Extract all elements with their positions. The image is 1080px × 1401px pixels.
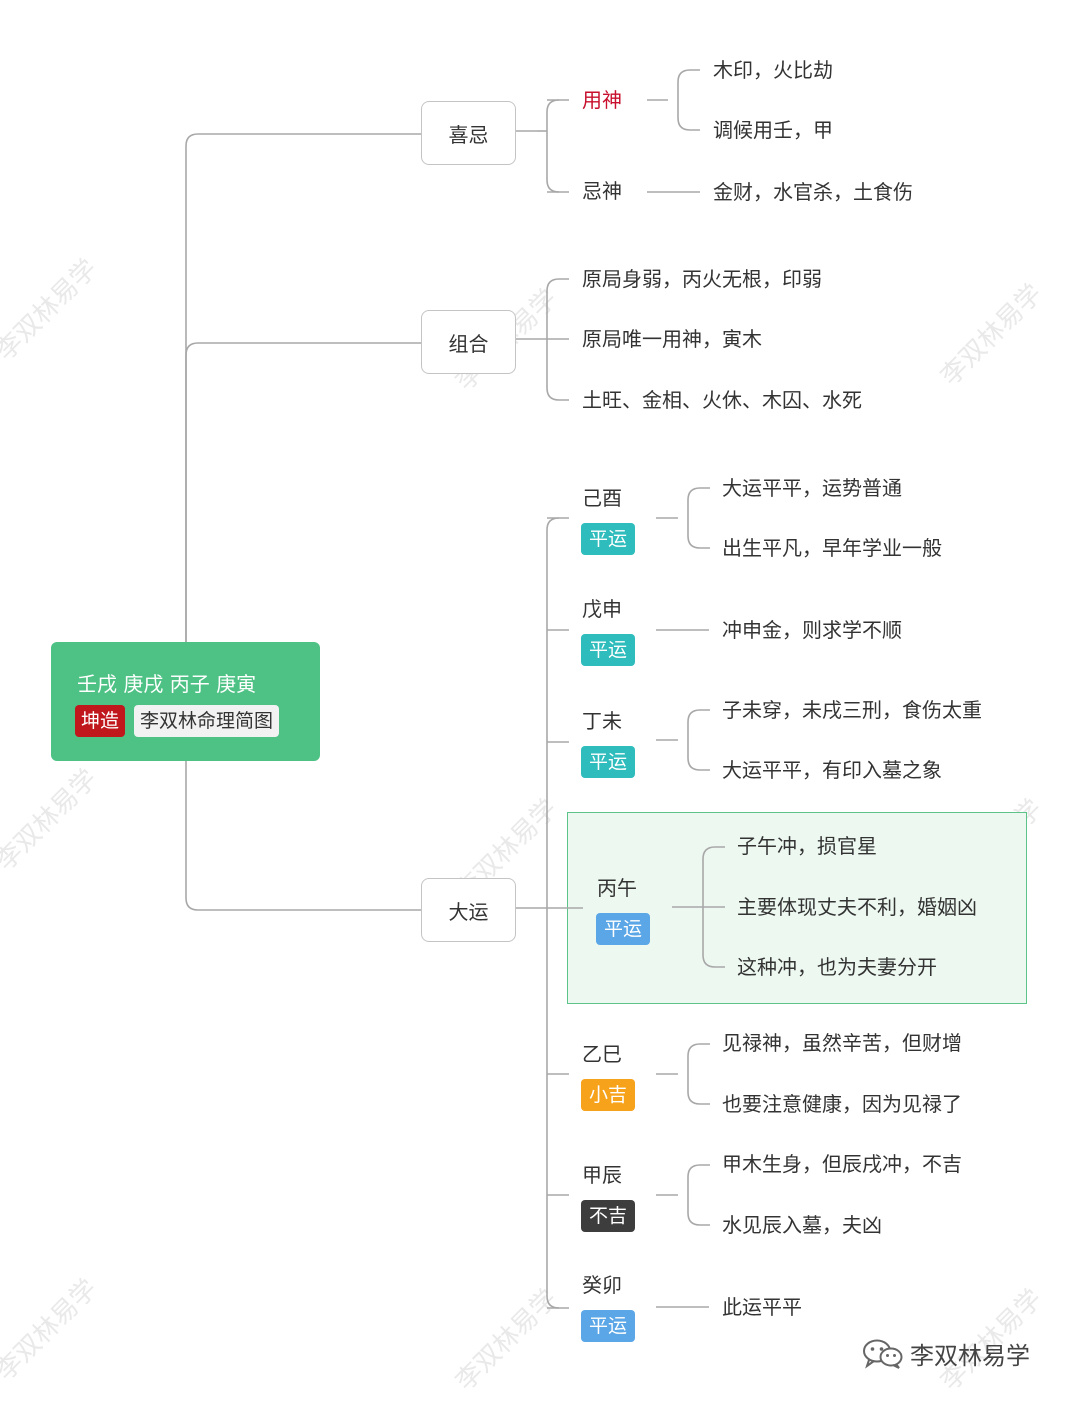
period-note: 子未穿，未戌三刑，食伤太重 xyxy=(722,698,982,722)
root-tag: 坤造 xyxy=(75,705,126,737)
period-badge: 平运 xyxy=(581,1310,635,1342)
period-name[interactable]: 己酉 xyxy=(582,486,622,510)
period-name[interactable]: 丙午 xyxy=(597,876,637,900)
period-note: 也要注意健康，因为见禄了 xyxy=(722,1092,962,1116)
node-jishen[interactable]: 忌神 xyxy=(582,179,622,203)
period-note: 主要体现丈夫不利，婚姻凶 xyxy=(737,895,977,919)
yongshen-item: 调候用壬，甲 xyxy=(713,118,833,142)
root-title: 壬戌 庚戌 丙子 庚寅 xyxy=(77,672,257,696)
period-name[interactable]: 乙巳 xyxy=(582,1042,622,1066)
period-note: 甲木生身，但辰戌冲，不吉 xyxy=(722,1152,962,1176)
root-name: 李双林命理简图 xyxy=(134,705,280,737)
period-note: 大运平平，运势普通 xyxy=(722,476,902,500)
period-note: 水见辰入墓，夫凶 xyxy=(722,1213,882,1237)
brand-text: 李双林易学 xyxy=(910,1342,1030,1370)
period-note: 冲申金，则求学不顺 xyxy=(722,618,902,642)
period-note: 此运平平 xyxy=(722,1295,802,1319)
jishen-item: 金财，水官杀，土食伤 xyxy=(713,180,913,204)
zuhe-item: 原局身弱，丙火无根，印弱 xyxy=(582,267,822,291)
period-name[interactable]: 丁未 xyxy=(582,709,622,733)
node-yongshen[interactable]: 用神 xyxy=(582,88,622,112)
brand-footer: 李双林易学 xyxy=(862,1336,1030,1371)
highlight-frame-bingwu xyxy=(567,812,1027,1004)
yongshen-item: 木印，火比劫 xyxy=(713,58,833,82)
period-name[interactable]: 甲辰 xyxy=(582,1163,622,1187)
period-badge: 平运 xyxy=(596,913,650,945)
root-node[interactable]: 壬戌 庚戌 丙子 庚寅 坤造 李双林命理简图 xyxy=(51,642,320,761)
period-name[interactable]: 癸卯 xyxy=(582,1273,622,1297)
wechat-icon xyxy=(862,1338,904,1370)
period-note: 子午冲，损官星 xyxy=(737,834,877,858)
node-zuhe[interactable]: 组合 xyxy=(421,310,516,374)
period-note: 大运平平，有印入墓之象 xyxy=(722,758,942,782)
period-name[interactable]: 戊申 xyxy=(582,597,622,621)
period-badge: 平运 xyxy=(581,523,635,555)
period-badge: 小吉 xyxy=(581,1079,635,1111)
period-badge: 平运 xyxy=(581,634,635,666)
node-dayun[interactable]: 大运 xyxy=(421,878,516,942)
node-xiji[interactable]: 喜忌 xyxy=(421,101,516,165)
period-note: 出生平凡，早年学业一般 xyxy=(722,536,942,560)
period-badge: 平运 xyxy=(581,746,635,778)
period-note: 这种冲，也为夫妻分开 xyxy=(737,955,937,979)
zuhe-item: 原局唯一用神，寅木 xyxy=(582,327,762,351)
zuhe-item: 土旺、金相、火休、木囚、水死 xyxy=(582,388,862,412)
period-badge: 不吉 xyxy=(581,1200,635,1232)
period-note: 见禄神，虽然辛苦，但财增 xyxy=(722,1031,962,1055)
